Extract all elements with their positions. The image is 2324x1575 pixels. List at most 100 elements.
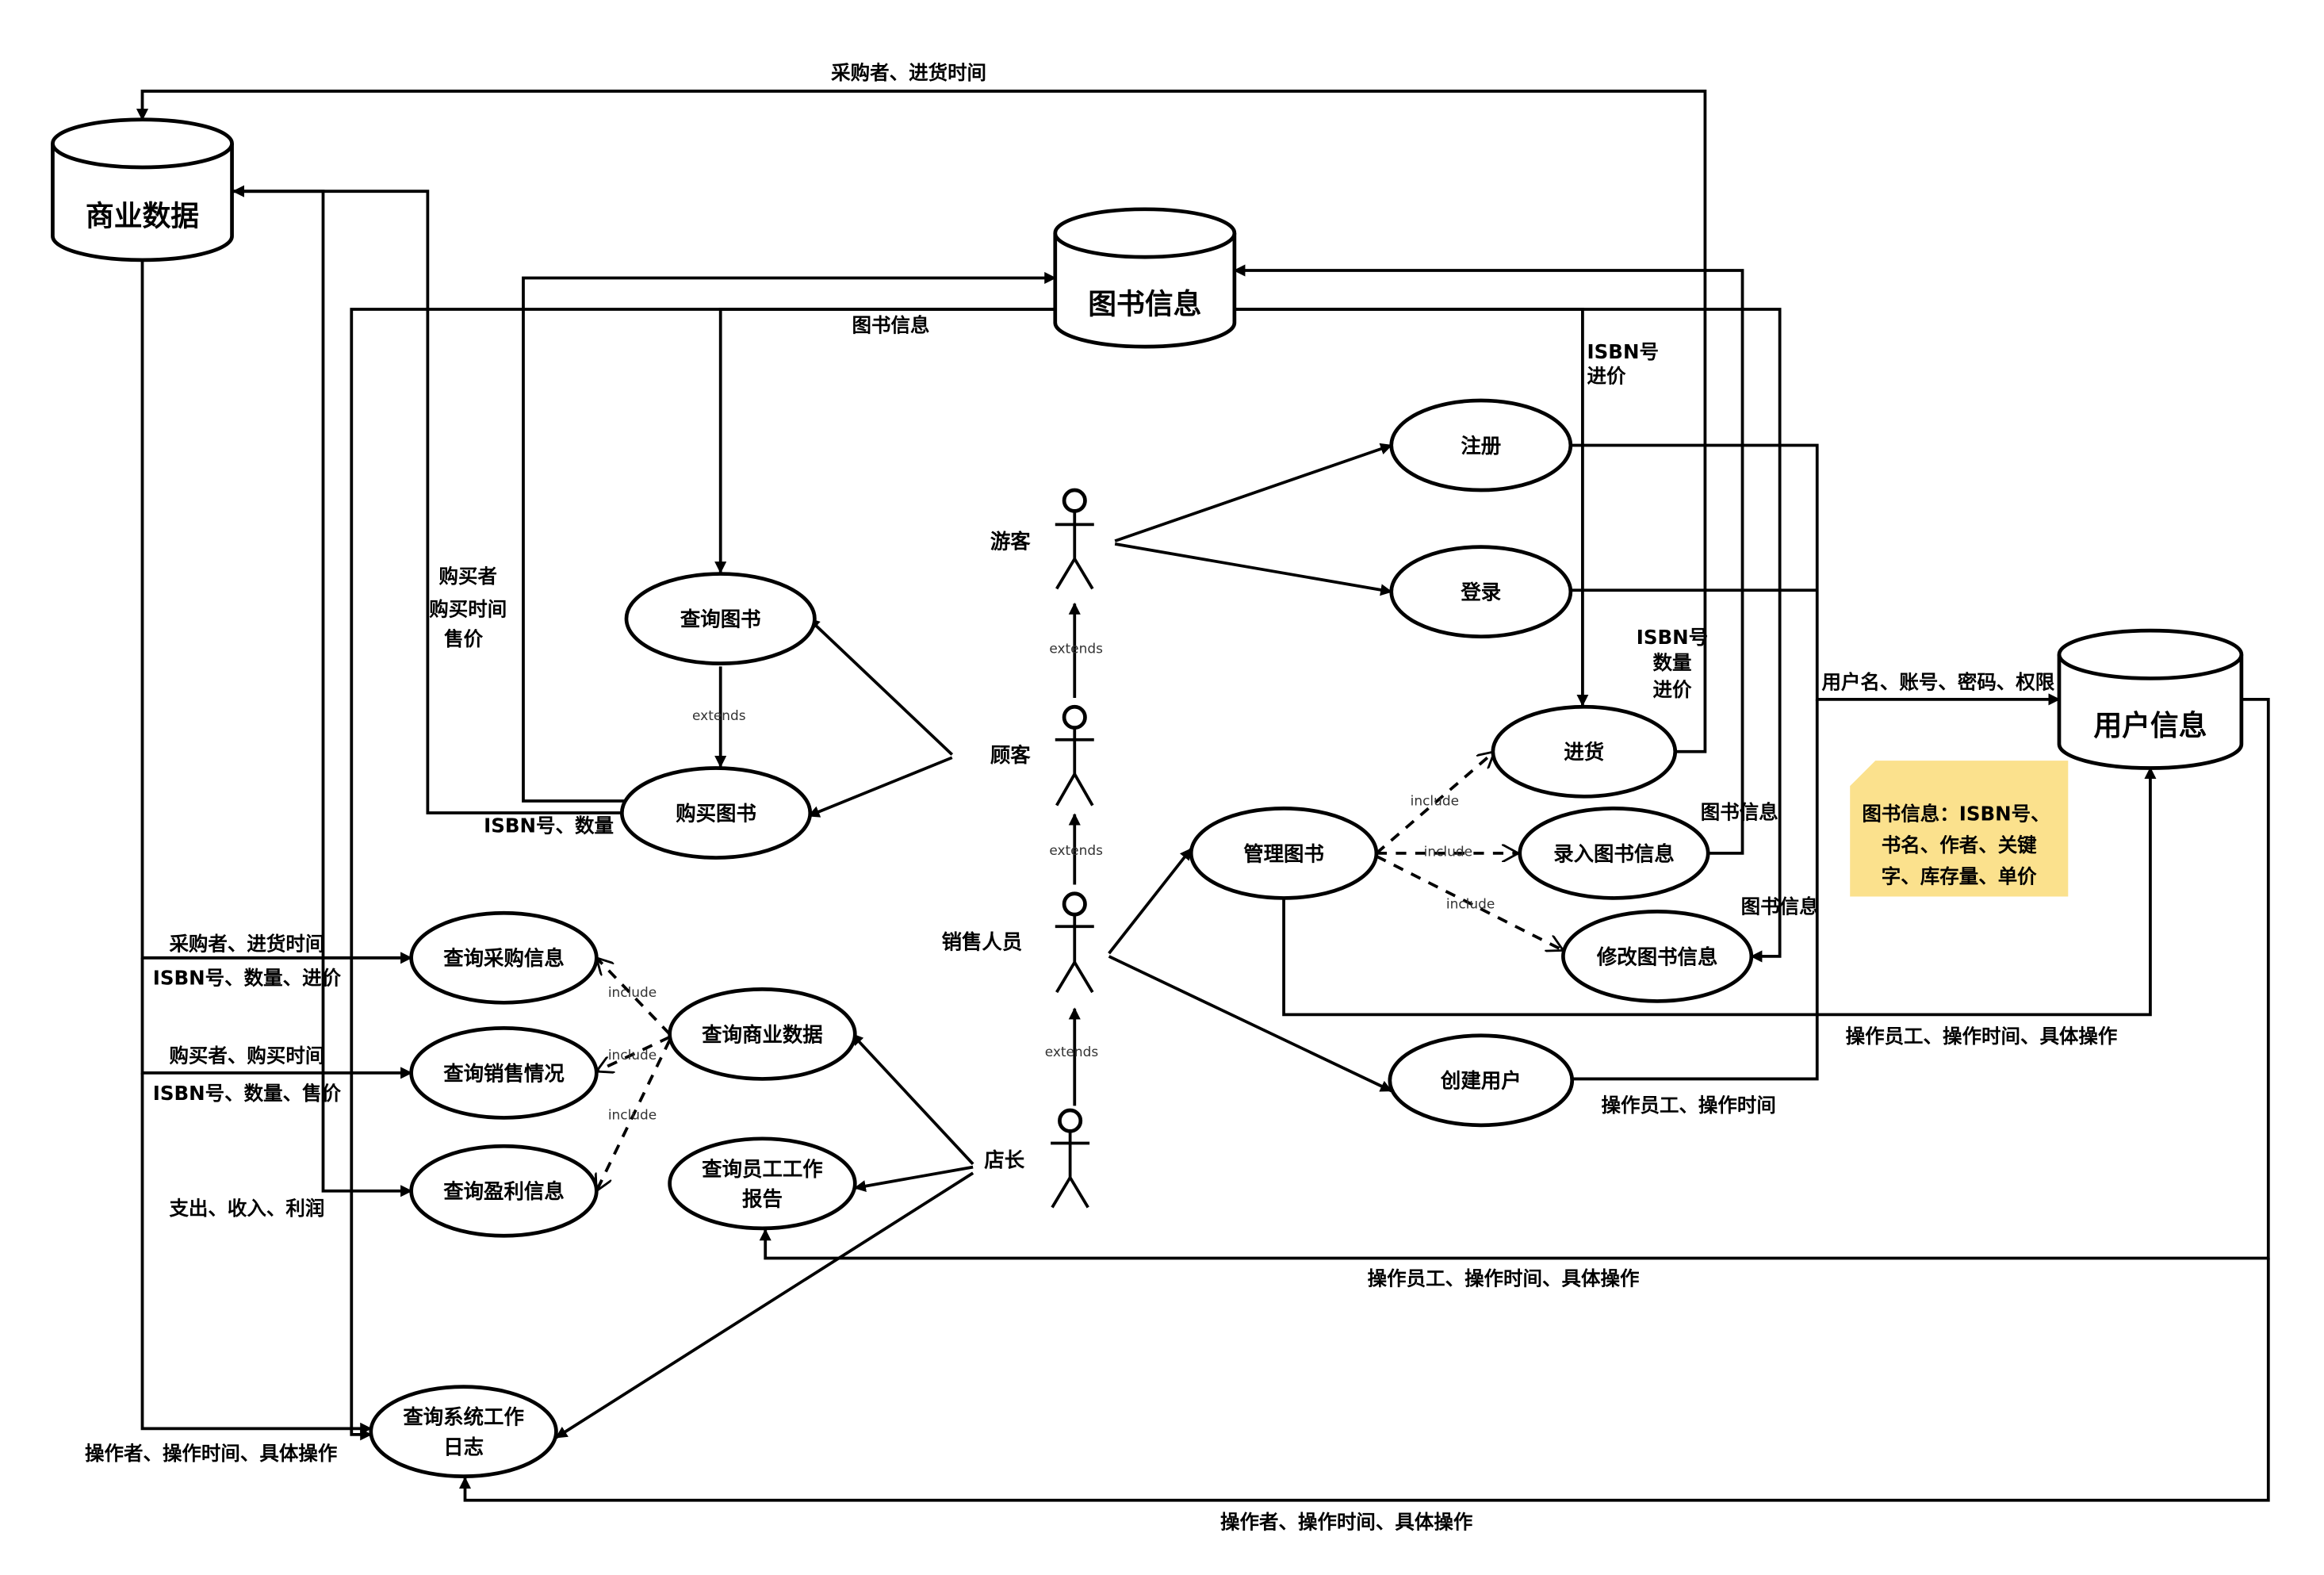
usecase-buy-book[interactable]: 购买图书 [619,766,813,860]
edge-sales-create [1108,955,1393,1093]
actor-manager-icon [1051,1108,1090,1209]
usecase-edit-book-info[interactable]: 修改图书信息 [1561,910,1754,1003]
edge-manager-syslog [555,1171,974,1439]
edge-label: 操作员工、操作时间、具体操作 [1846,1025,2118,1048]
edge-label: ISBN号 [1587,340,1659,363]
edge-label: 操作员工、操作时间 [1602,1094,1776,1117]
svg-text:查询盈利信息: 查询盈利信息 [443,1179,565,1203]
include-label: include [1424,844,1472,860]
edge-buy-to-business [232,185,628,814]
actor-visitor-icon [1055,488,1094,590]
edge-label: 购买时间 [429,597,507,620]
note-line-3: 字、库存量、单价 [1882,865,2037,888]
usecase-add-book-info[interactable]: 录入图书信息 [1518,807,1710,900]
edge-label: 购买者、购买时间 [169,1044,324,1067]
note-line-1: 图书信息：ISBN号、 [1862,802,2050,825]
svg-text:查询图书: 查询图书 [680,607,761,631]
edge-label: 图书信息 [852,313,930,336]
actor-customer-icon [1055,704,1094,807]
include-label: include [608,1047,657,1063]
svg-text:查询商业数据: 查询商业数据 [702,1022,823,1046]
usecase-register[interactable]: 注册 [1389,398,1573,492]
edge-visitor-login [1114,542,1393,596]
datastore-business-label: 商业数据 [86,201,199,233]
svg-text:创建用户: 创建用户 [1440,1069,1522,1093]
edge-business-to-purchase-info [140,259,413,964]
edge-label: 采购者、进货时间 [169,932,324,955]
svg-text:查询销售情况: 查询销售情况 [443,1061,565,1085]
edge-label: ISBN号、数量 [484,814,614,837]
edge-label: ISBN号、数量、售价 [153,1082,342,1105]
usecase-query-book[interactable]: 查询图书 [624,572,817,665]
edge-books-to-edit [1234,308,1782,963]
edge-visitor-register [1114,443,1393,542]
edge-business-to-profit [233,190,413,1198]
edge-label: 进价 [1652,678,1691,701]
edge-purchase-to-business [136,90,1707,753]
edge-manager-business [851,1033,974,1166]
edge-books-to-purchase [1234,308,1589,707]
edge-label: 数量 [1652,651,1691,674]
usecase-manage-books[interactable]: 管理图书 [1189,807,1379,900]
edge-label: 进价 [1587,364,1626,387]
svg-text:注册: 注册 [1461,434,1501,458]
usecase-query-sales[interactable]: 查询销售情况 [409,1026,599,1120]
edge-manage-to-users [1282,766,2157,1017]
usecase-query-business[interactable]: 查询商业数据 [668,987,857,1081]
include-business-profit [596,1039,672,1190]
include-manage-purchase [1375,752,1495,855]
edge-customer-query [807,617,954,756]
svg-text:登录: 登录 [1460,581,1501,604]
edge-label: ISBN号 [1637,626,1708,649]
svg-text:录入图书信息: 录入图书信息 [1553,841,1675,865]
edge-label: 购买者 [439,565,497,588]
svg-text:日志: 日志 [443,1435,484,1458]
edge-users-to-syslog [458,1258,2270,1502]
extends-label: extends [1045,1044,1099,1060]
datastore-books: 图书信息 [1053,207,1237,349]
edge-label: 售价 [444,627,483,650]
usecase-login[interactable]: 登录 [1389,545,1573,639]
edge-label: ISBN号、数量、进价 [153,967,342,990]
edge-books-to-syslog [350,308,1055,1441]
svg-text:购买图书: 购买图书 [676,801,756,825]
book-info-note: 图书信息：ISBN号、 书名、作者、关键 字、库存量、单价 [1850,761,2069,897]
include-label: include [608,984,657,1000]
usecase-query-profit[interactable]: 查询盈利信息 [409,1144,599,1238]
usecase-query-syslog[interactable]: 查询系统工作 日志 [369,1385,558,1478]
usecase-query-purchase-info[interactable]: 查询采购信息 [409,910,599,1005]
datastore-users-label: 用户信息 [2093,710,2207,742]
svg-text:进货: 进货 [1564,740,1604,764]
actor-customer-label: 顾客 [990,743,1031,767]
svg-text:修改图书信息: 修改图书信息 [1596,945,1718,968]
edge-customer-buy [807,756,953,818]
include-label: include [1411,793,1459,809]
edge-create-to-users [1572,699,1819,1081]
actor-visitor-label: 游客 [990,530,1031,554]
connectors [136,90,2270,1502]
datastore-users: 用户信息 [2057,628,2244,770]
usecase-query-staff-report[interactable]: 查询员工工作 报告 [668,1136,857,1231]
usecase-create-user[interactable]: 创建用户 [1388,1033,1575,1128]
edge-label: 操作者、操作时间、具体操作 [85,1442,337,1465]
edge-label: 采购者、进货时间 [831,61,986,84]
include-label: include [608,1106,657,1122]
actor-sales-label: 销售人员 [942,929,1023,953]
edge-label: 用户名、账号、密码、权限 [1821,671,2054,694]
include-manage-edit [1376,854,1564,951]
datastore-books-label: 图书信息 [1088,289,1201,321]
usecase-purchase[interactable]: 进货 [1491,704,1678,799]
extends-label: extends [692,707,746,723]
edge-manager-report [853,1165,974,1193]
edge-buy-to-books [522,271,1057,803]
edge-sales-manage [1108,848,1193,955]
note-line-2: 书名、作者、关键 [1882,833,2037,856]
svg-text:报告: 报告 [742,1187,783,1211]
svg-text:管理图书: 管理图书 [1243,841,1324,865]
actors: 游客 顾客 销售人员 店长 [942,488,1094,1209]
usecases: 查询图书 购买图书 注册 登录 进货 管理图书 录入图书信息 修改图书信息 [369,398,1754,1478]
svg-text:查询采购信息: 查询采购信息 [443,946,565,970]
edge-add-to-books [1233,264,1744,855]
edge-label: 图书信息 [1741,895,1819,918]
